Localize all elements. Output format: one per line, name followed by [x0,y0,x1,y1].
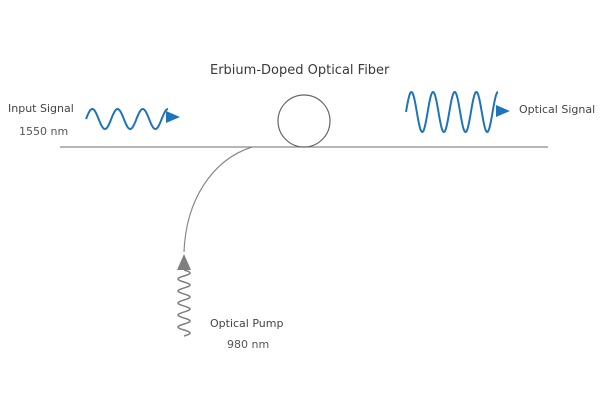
input-wavelength-label: 1550 nm [19,125,69,138]
pump-wavelength-label: 980 nm [227,338,270,351]
pump-wave [177,269,191,337]
input-signal-arrow [166,111,180,123]
pump-label: Optical Pump [210,317,284,330]
pump-arrow [177,254,191,270]
fiber-title: Erbium-Doped Optical Fiber [210,63,390,78]
input-signal-label: Input Signal [8,102,74,115]
output-signal-arrow [496,105,510,117]
pump-coupling-curve [183,146,253,253]
fiber-coil [277,94,331,148]
output-signal-label: Optical Signal [519,103,596,116]
input-signal-wave [85,107,169,131]
output-signal-wave [405,90,499,134]
